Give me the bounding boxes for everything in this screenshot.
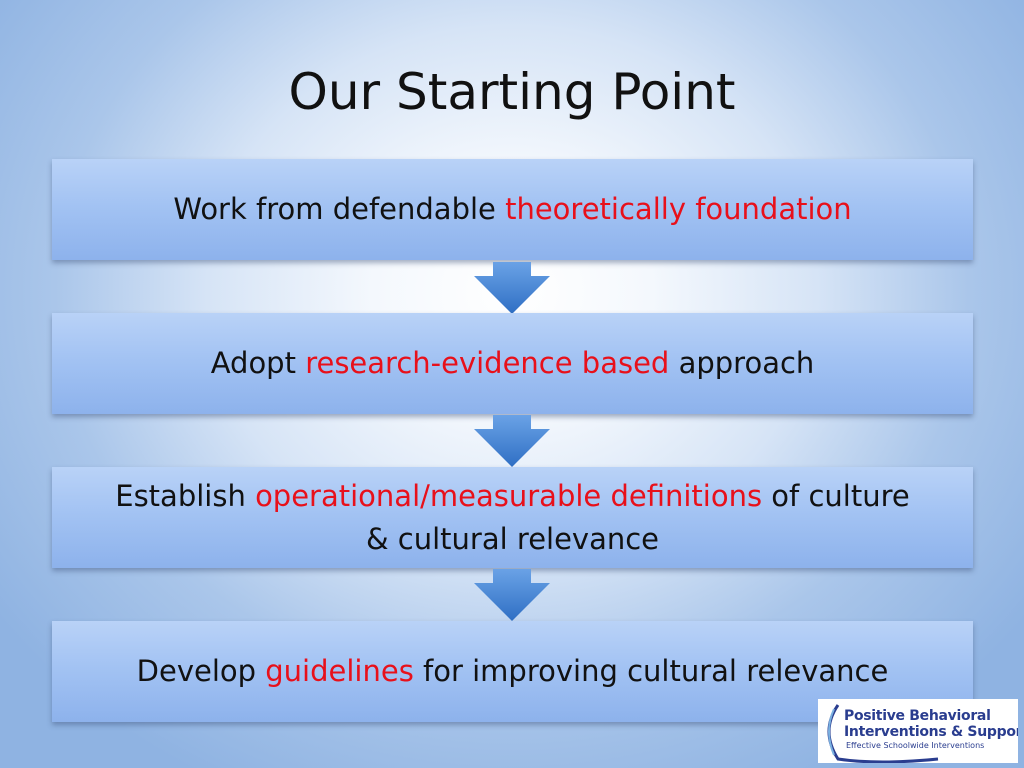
process-step-1: Work from defendable theoretically found… [52,159,973,260]
logo-line-2: Interventions & Supports [844,724,1018,740]
step-4-text: Develop guidelines for improving cultura… [107,650,919,692]
step-3-highlight: operational/measurable definitions [255,479,763,514]
logo-tagline: Effective Schoolwide Interventions [846,741,985,750]
pbis-logo-icon [827,704,939,763]
step-4-part-1: Develop [136,654,266,689]
down-arrow-icon [474,415,550,467]
step-2-part-3: approach [669,346,815,381]
step-3-text: Establish operational/measurable definit… [52,475,973,559]
step-3-part-1: Establish [115,479,256,514]
slide-title: Our Starting Point [288,63,736,121]
pbis-logo: Positive Behavioral Interventions & Supp… [818,699,1018,763]
process-step-2: Adopt research-evidence based approach [52,313,973,414]
process-step-3: Establish operational/measurable definit… [52,467,973,568]
step-1-highlight: theoretically foundation [505,192,852,227]
step-4-highlight: guidelines [265,654,414,689]
step-1-part-1: Work from defendable [173,192,506,227]
step-2-text: Adopt research-evidence based approach [181,342,845,384]
step-1-text: Work from defendable theoretically found… [143,188,881,230]
down-arrow-icon [474,262,550,314]
down-arrow-icon [474,569,550,621]
step-3-part-3: of culture & cultural relevance [365,479,910,556]
logo-line-1: Positive Behavioral [844,708,991,724]
step-2-part-1: Adopt [210,346,306,381]
step-4-part-3: for improving cultural relevance [413,654,889,689]
step-2-highlight: research-evidence based [305,346,670,381]
